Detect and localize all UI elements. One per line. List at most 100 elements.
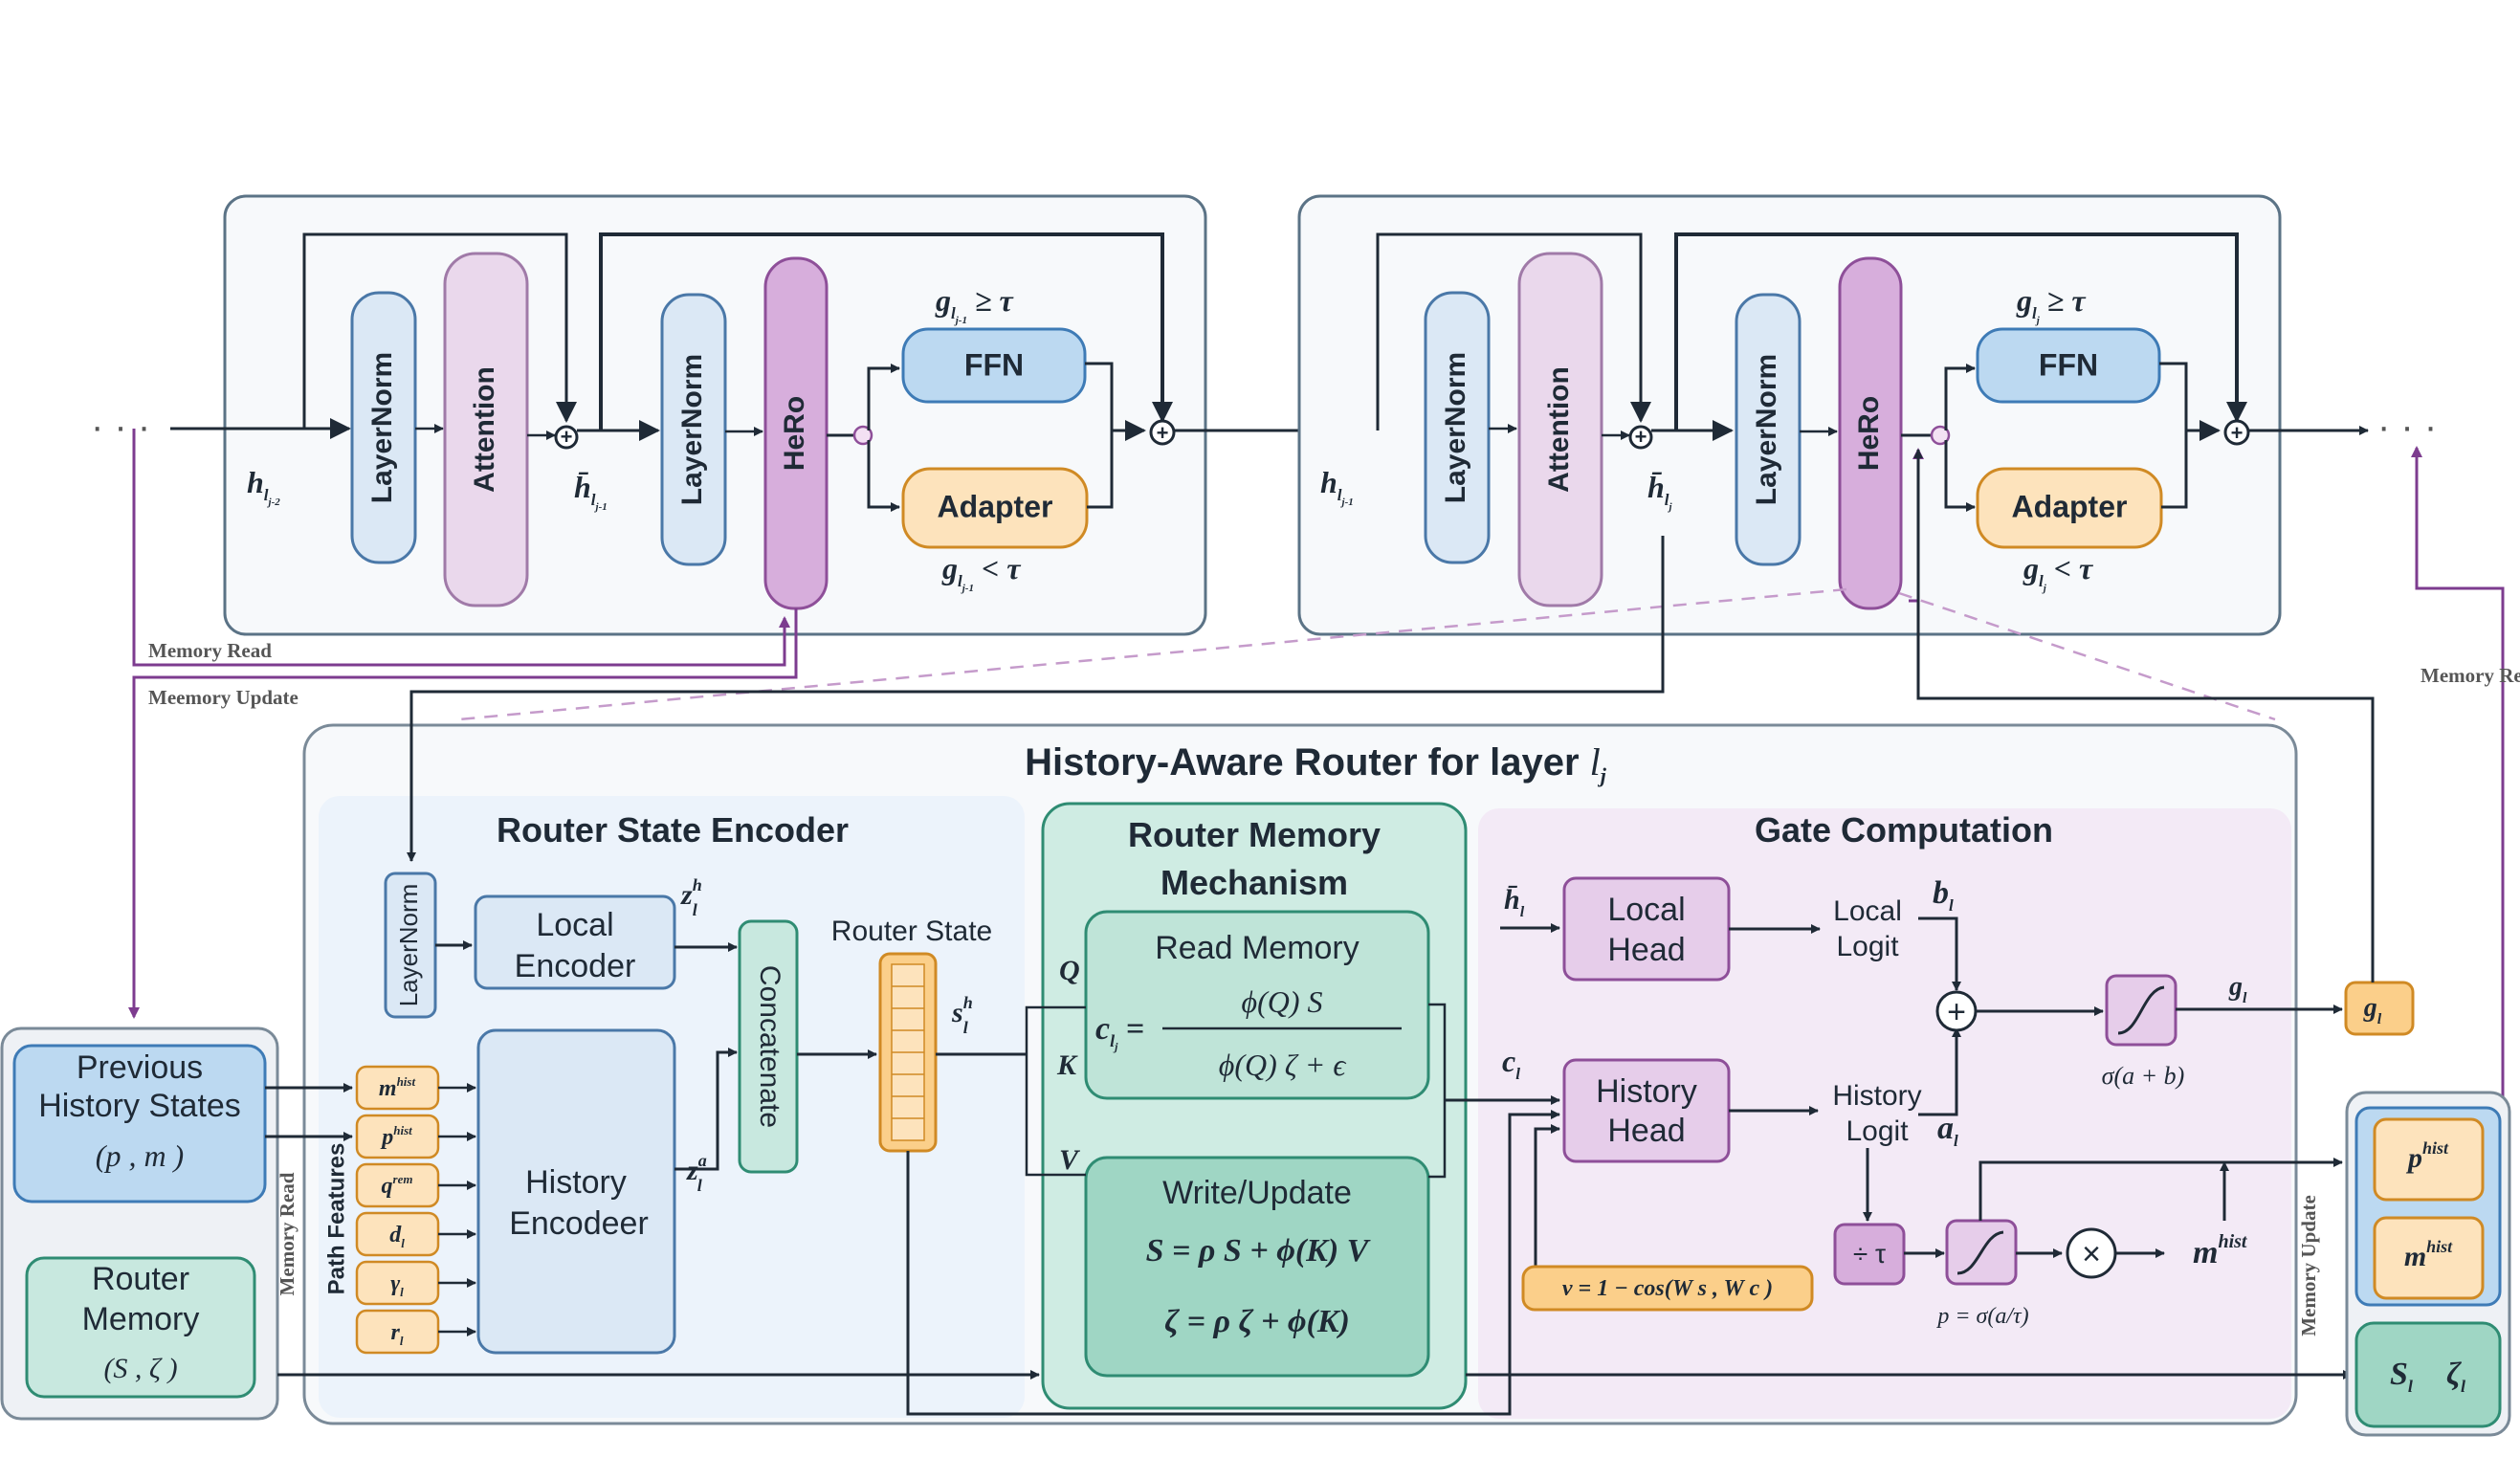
ffn-left: [901, 327, 1087, 404]
h-input-right-label: hlj-1: [1320, 465, 1354, 508]
history-head-label-2: Head: [1607, 1113, 1685, 1149]
div-tau-label: ÷ τ: [1853, 1239, 1886, 1269]
q-label: Q: [1059, 955, 1080, 986]
m-hist-label: mhist: [2404, 1237, 2453, 1272]
adapter-left-label: Adapter: [938, 489, 1053, 523]
layernorm-2: [660, 293, 727, 566]
history-encoder-label-1: History: [525, 1164, 627, 1201]
p-hist-label: phist: [2405, 1138, 2449, 1174]
gate-adapter-right-label: glj < τ: [2023, 551, 2094, 594]
attention-2: [1517, 252, 1603, 607]
memory-update-vertical-label: Memory Update: [2297, 1195, 2320, 1336]
left-history-panel: Previous History States (p , m ) Router …: [0, 1027, 298, 1421]
gate-title: Gate Computation: [1755, 810, 2053, 850]
router-memory-line-2: Memory: [82, 1301, 200, 1337]
path-feature-1: phist: [355, 1114, 476, 1159]
ffn-left-label: FFN: [964, 347, 1024, 382]
svg-text:phist: phist: [380, 1123, 412, 1150]
attention-1: [443, 252, 529, 607]
layernorm-2-label: LayerNorm: [676, 354, 708, 505]
history-head-label-1: History: [1596, 1073, 1697, 1110]
g-arrow-label: gl: [2228, 972, 2247, 1006]
router-title: History-Aware Router for layer lj: [1025, 740, 1607, 787]
p-hist-box: [2373, 1117, 2485, 1202]
local-head-label-2: Head: [1607, 932, 1685, 968]
ffn-right: [1976, 327, 2161, 404]
v-label: V: [1059, 1144, 1081, 1176]
s-label: Sl: [2390, 1357, 2413, 1396]
svg-text:+: +: [1157, 421, 1169, 445]
hero-right-label: HeRo: [1853, 396, 1885, 471]
concatenate-label: Concatenate: [754, 965, 785, 1128]
hero-right: [1838, 256, 1903, 610]
path-feature-5: rl: [355, 1309, 476, 1355]
memory-read-right-label: Memory Read: [2421, 664, 2520, 687]
adapter-right-label: Adapter: [2012, 489, 2128, 523]
memory-title-2: Mechanism: [1161, 863, 1348, 902]
local-encoder-label-1: Local: [536, 907, 613, 943]
layernorm-4: [1735, 293, 1802, 566]
history-encoder: [476, 1028, 676, 1355]
gate-ffn-left-label: glj-1 ≥ τ: [935, 283, 1015, 326]
memory-read-vertical-label: Memory Read: [276, 1172, 298, 1295]
h-bar-right-label: h̄lj: [1647, 470, 1673, 513]
svg-text:γl: γl: [390, 1271, 404, 1299]
ellipsis-right: · · ·: [2377, 406, 2437, 448]
svg-text:+: +: [2231, 421, 2244, 445]
write-eq-1: S = ρ S + ϕ(K) V: [1146, 1233, 1371, 1269]
router-state-label: Router State: [831, 916, 992, 947]
times-node-label: ×: [2082, 1236, 2101, 1272]
prev-line-1: Previous: [77, 1049, 203, 1086]
svg-text:dl: dl: [389, 1223, 405, 1250]
m-hist-gate-label: mhist: [2193, 1231, 2248, 1270]
svg-text:+: +: [561, 425, 573, 449]
nu-eq: ν = 1 − cos(W s , W c ): [1562, 1276, 1773, 1301]
router-memory-eq: (S , ζ ): [103, 1353, 177, 1384]
ellipsis-left: · · ·: [91, 406, 150, 448]
attention-2-label: Attention: [1543, 366, 1575, 493]
h-bar-left-label: h̄lj-1: [574, 470, 608, 513]
svg-text:mhist: mhist: [379, 1074, 416, 1101]
router-memory: [25, 1256, 256, 1399]
prev-line-2: History States: [38, 1088, 241, 1124]
nu-eq-box: [1521, 1265, 1814, 1312]
sigma-label: σ(a + b): [2102, 1062, 2185, 1090]
local-logit-label-1: Local: [1833, 895, 1902, 927]
memory-title-1: Router Memory: [1128, 815, 1381, 854]
path-feature-3: dl: [355, 1211, 476, 1257]
local-logit-label-2: Logit: [1836, 931, 1899, 962]
local-encoder-label-2: Encoder: [515, 948, 636, 984]
previous-history-states: [12, 1044, 267, 1203]
p-hist-eq: p = σ(a/τ): [1935, 1304, 2028, 1329]
layernorm-1-label: LayerNorm: [366, 352, 398, 503]
g-output-label: gl: [2363, 993, 2382, 1027]
gate-adapter-left-label: glj-1 < τ: [941, 551, 1022, 594]
concatenate-box: [738, 919, 799, 1174]
transformer-block-left: · · · LayerNorm Attention + LayerNorm He…: [91, 194, 1207, 636]
svg-text:+: +: [1635, 425, 1647, 449]
gate-ffn-right-label: glj ≥ τ: [2016, 283, 2087, 326]
history-encoder-label-2: Encodeer: [509, 1205, 649, 1242]
router-panel: History-Aware Router for layer lj Router…: [302, 449, 2415, 1425]
write-update-title: Write/Update: [1162, 1175, 1352, 1211]
svg-text:qrem: qrem: [382, 1172, 413, 1199]
path-feature-0: mhist: [355, 1065, 476, 1111]
path-features-label: Path Features: [323, 1143, 349, 1295]
m-hist-box: [2373, 1216, 2485, 1300]
attention-1-label: Attention: [469, 366, 500, 493]
history-logit-label-2: Logit: [1846, 1115, 1909, 1147]
right-memory-panel: phist mhist Sl ζl Memory Update: [2297, 1091, 2511, 1437]
plus-node-label: +: [1947, 994, 1966, 1030]
write-eq-2: ζ = ρ ζ + ϕ(K): [1164, 1304, 1350, 1339]
encoder-title: Router State Encoder: [497, 810, 849, 850]
a-label: al: [1937, 1111, 1958, 1150]
h-input-left-label: hlj-2: [247, 465, 280, 508]
router-state-vector: [878, 952, 938, 1153]
g-output-box: [2344, 981, 2415, 1036]
b-label: bl: [1933, 875, 1954, 915]
hbar-gate-label: h̄l: [1504, 884, 1525, 920]
k-label: K: [1056, 1049, 1078, 1081]
